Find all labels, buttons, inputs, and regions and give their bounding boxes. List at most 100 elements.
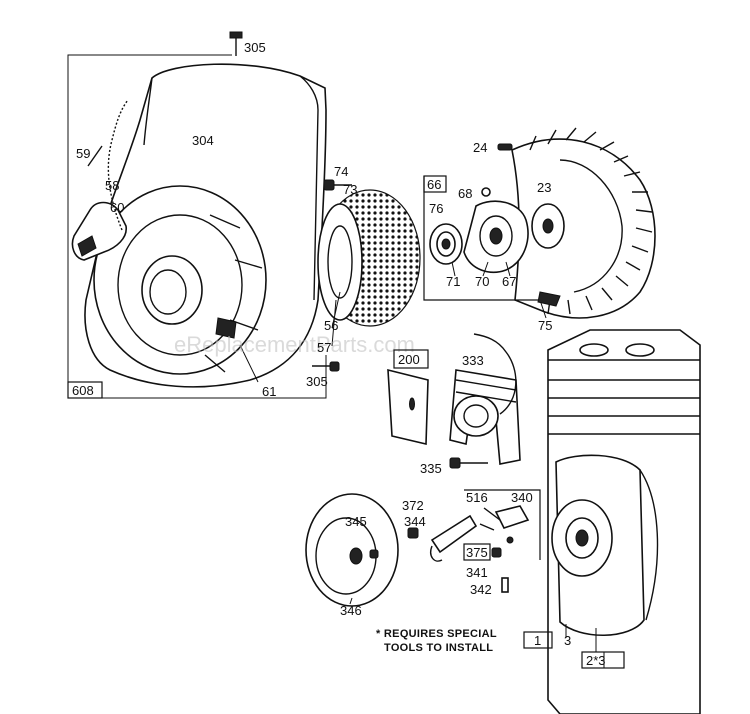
watermark: eReplacementParts.com (174, 332, 415, 357)
label-66: 66 (427, 177, 441, 192)
flywheel-disc-hub (349, 547, 363, 565)
flywheel-bore (542, 218, 554, 234)
label-61: 61 (262, 384, 276, 399)
label-57: 57 (317, 340, 331, 355)
clutch-inner (479, 215, 513, 257)
label-608: 608 (72, 383, 94, 398)
screw-305-top (229, 31, 243, 56)
housing-edge (299, 75, 319, 301)
label-71: 71 (446, 274, 460, 289)
label-341: 341 (466, 565, 488, 580)
crankcase (523, 329, 701, 714)
starter-hub-bore (149, 269, 187, 315)
ignition-lead (473, 333, 517, 415)
label-333: 333 (462, 353, 484, 368)
label-60: 60 (110, 200, 124, 215)
screw-346-head (369, 549, 379, 559)
label-342: 342 (470, 582, 492, 597)
handle-pin-59 (87, 145, 103, 167)
blower-housing-group (67, 31, 421, 399)
label-23: 23 (537, 180, 551, 195)
armature-coil (453, 395, 499, 437)
label-68: 68 (458, 186, 472, 201)
armature-bracket-200 (387, 368, 429, 446)
label-box-200 (393, 349, 429, 369)
label-372: 372 (402, 498, 424, 513)
label-200: 200 (398, 352, 420, 367)
label-3: 3 (564, 633, 571, 648)
note-line-2: TOOLS TO INSTALL (384, 642, 493, 654)
label-75: 75 (538, 318, 552, 333)
handle-grip (77, 235, 97, 257)
breaker-spring (430, 545, 443, 562)
label-box-608 (67, 381, 103, 399)
note-line-1: * REQUIRES SPECIAL (376, 628, 497, 640)
cylinder-fins (548, 359, 700, 435)
leader-lines-blower (239, 291, 341, 383)
label-box-2-3 (581, 651, 625, 669)
label-340: 340 (511, 490, 533, 505)
retainer-bore (441, 238, 451, 250)
flywheel-key-24 (497, 143, 513, 151)
label-59: 59 (76, 146, 90, 161)
label-box-66 (423, 175, 447, 193)
screw-344 (407, 527, 419, 539)
label-2-star-3: 2*3 (586, 653, 606, 668)
flywheel-fin-75 (537, 291, 561, 307)
label-516: 516 (466, 490, 488, 505)
label-1: 1 (534, 633, 541, 648)
leader-346 (349, 597, 353, 605)
screw-341 (491, 547, 502, 558)
point-nut (506, 536, 514, 544)
starter-ribs (204, 214, 263, 373)
armature-coil-inner (463, 404, 489, 428)
armature-laminations (455, 379, 517, 403)
label-70: 70 (475, 274, 489, 289)
label-305-top: 305 (244, 40, 266, 55)
label-76: 76 (429, 201, 443, 216)
label-346: 346 (340, 603, 362, 618)
clutch-bore (489, 227, 503, 245)
label-67: 67 (502, 274, 516, 289)
starter-rope-58 (107, 99, 129, 231)
plunger-342 (501, 577, 509, 593)
screen-ring (317, 203, 363, 321)
label-344: 344 (404, 514, 426, 529)
breaker-group (305, 489, 541, 607)
flywheel-fins (529, 127, 653, 315)
leader-lines-clutch (451, 261, 547, 319)
label-58: 58 (105, 178, 119, 193)
label-73: 73 (343, 182, 357, 197)
label-335: 335 (420, 461, 442, 476)
bracket-slot (409, 397, 415, 411)
part-labels: 305 304 59 58 60 74 73 56 57 305 61 608 … (67, 40, 606, 668)
screw-335 (449, 457, 488, 469)
starter-inner-ring (117, 214, 243, 356)
label-305-bottom: 305 (306, 374, 328, 389)
label-box-375 (463, 543, 491, 561)
starter-hub (141, 255, 203, 325)
breaker-point-340 (494, 505, 530, 529)
cylinder-bore-right (625, 343, 655, 357)
crankcase-edge (639, 469, 659, 621)
housing-top-edge (143, 77, 153, 146)
cylinder-bore-left (579, 343, 609, 357)
screw-74 (323, 179, 352, 191)
point-screws-516 (479, 507, 501, 531)
label-24: 24 (473, 140, 487, 155)
group-bracket-66 (423, 176, 548, 301)
label-56: 56 (324, 318, 338, 333)
screen-ring-inner (327, 225, 353, 299)
label-375: 375 (466, 545, 488, 560)
label-345: 345 (345, 514, 367, 529)
leader-lines-crankcase (565, 624, 597, 652)
group-bracket-516 (464, 489, 541, 560)
crank-bore (575, 529, 589, 547)
breaker-arm-372 (430, 514, 478, 554)
label-304: 304 (192, 133, 214, 148)
starter-spring-clip (215, 317, 237, 339)
clutch-ball-68 (481, 187, 491, 197)
ignition-group (387, 333, 521, 469)
flywheel-group (423, 127, 656, 319)
label-box-1 (523, 631, 553, 649)
